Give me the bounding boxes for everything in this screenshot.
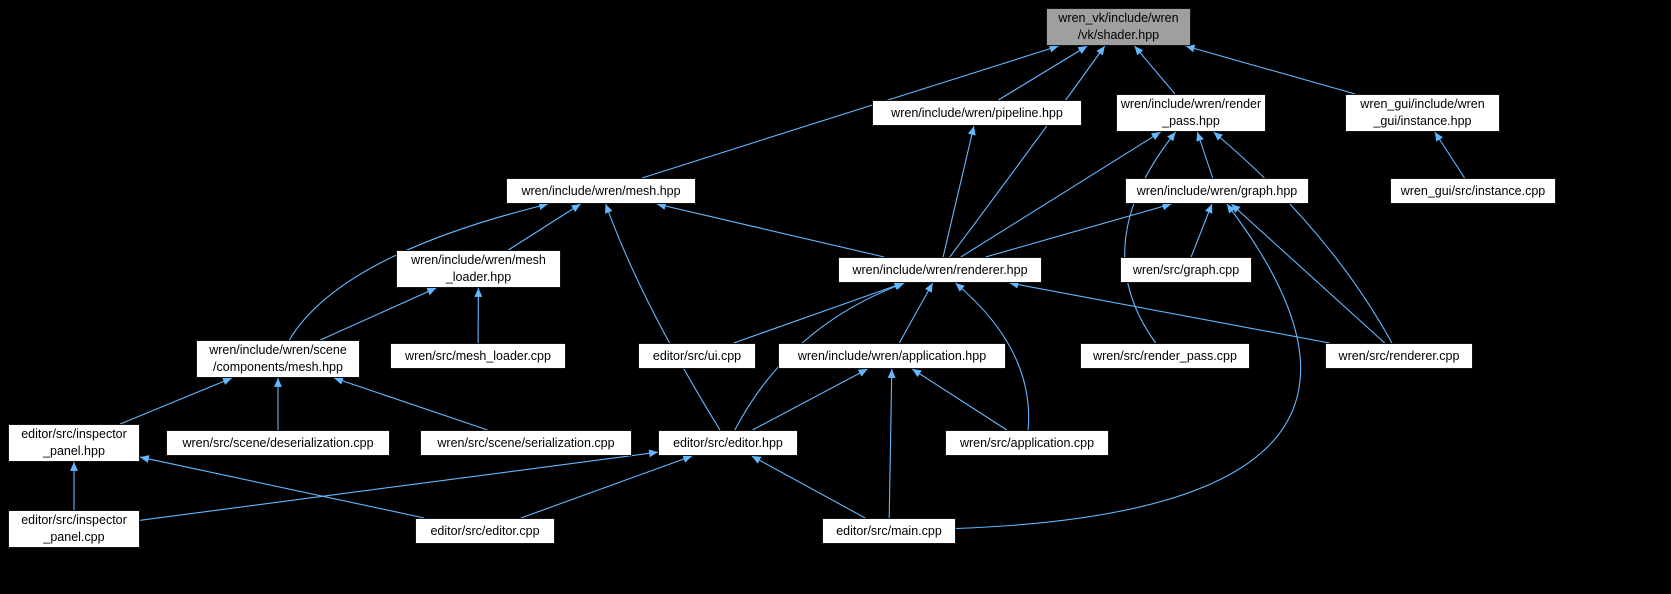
node-application_cpp[interactable]: wren/src/application.cpp — [945, 430, 1109, 456]
node-label: wren/include/wren/mesh.hpp — [521, 183, 681, 198]
edge-renderer_hpp--graph_hpp — [985, 202, 1172, 258]
edge-serialization_cpp--scene_mesh_hpp — [333, 377, 488, 431]
node-application_hpp[interactable]: wren/include/wren/application.hpp — [778, 343, 1006, 369]
edge-inspector_panel_hpp--scene_mesh_hpp — [119, 377, 233, 425]
node-render_pass[interactable]: wren/include/wren/render _pass.hpp — [1116, 94, 1266, 132]
node-label: wren/src/mesh_loader.cpp — [405, 348, 551, 363]
edge-editor_hpp--application_hpp — [752, 368, 868, 431]
edge-editor_cpp--editor_hpp — [520, 455, 693, 519]
node-editor_cpp[interactable]: editor/src/editor.cpp — [415, 518, 555, 544]
node-label: wren_gui/src/instance.cpp — [1400, 183, 1546, 198]
node-pipeline[interactable]: wren/include/wren/pipeline.hpp — [872, 100, 1082, 126]
edge-editor_hpp--mesh — [604, 203, 721, 431]
node-graph_cpp[interactable]: wren/src/graph.cpp — [1120, 257, 1252, 283]
node-label: wren/include/wren/mesh _loader.hpp — [411, 253, 546, 284]
node-label: wren_vk/include/wren /vk/shader.hpp — [1058, 11, 1179, 42]
edge-renderer_hpp--shader — [949, 45, 1106, 258]
edge-renderer_hpp--mesh — [656, 202, 885, 258]
edge-mesh_loader_hpp--mesh — [508, 203, 581, 251]
edge-renderer_hpp--render_pass — [960, 131, 1161, 258]
node-editor_hpp[interactable]: editor/src/editor.hpp — [658, 430, 798, 456]
edge-scene_mesh_hpp--mesh_loader_hpp — [320, 287, 437, 341]
node-shader[interactable]: wren_vk/include/wren /vk/shader.hpp — [1046, 8, 1191, 46]
node-deserialization_cpp[interactable]: wren/src/scene/deserialization.cpp — [166, 430, 390, 456]
edge-render_pass--shader — [1134, 45, 1176, 95]
node-mesh[interactable]: wren/include/wren/mesh.hpp — [506, 178, 696, 204]
edge-application_hpp--renderer_hpp — [898, 282, 934, 344]
edge-application_cpp--application_hpp — [911, 368, 1008, 431]
edge-render_pass_cpp--render_pass — [1124, 131, 1177, 344]
edges-group — [70, 44, 1466, 530]
edge-gui_instance_cpp--gui_instance_hpp — [1434, 131, 1466, 179]
node-label: editor/src/inspector _panel.cpp — [21, 513, 127, 544]
node-gui_instance_cpp[interactable]: wren_gui/src/instance.cpp — [1390, 178, 1556, 204]
node-label: editor/src/ui.cpp — [652, 348, 742, 363]
node-graph_hpp[interactable]: wren/include/wren/graph.hpp — [1125, 178, 1309, 204]
node-mesh_loader_cpp[interactable]: wren/src/mesh_loader.cpp — [390, 343, 566, 369]
node-gui_instance_hpp[interactable]: wren_gui/include/wren _gui/instance.hpp — [1345, 94, 1500, 132]
edge-graph_cpp--graph_hpp — [1190, 203, 1213, 258]
node-label: wren/include/wren/graph.hpp — [1136, 183, 1298, 198]
edge-main_cpp--application_hpp — [887, 368, 896, 519]
node-label: wren/include/wren/render _pass.hpp — [1120, 97, 1262, 128]
node-label: wren/src/render_pass.cpp — [1093, 348, 1237, 363]
node-renderer_hpp[interactable]: wren/include/wren/renderer.hpp — [838, 257, 1042, 283]
node-label: editor/src/main.cpp — [836, 523, 942, 538]
node-label: wren/src/graph.cpp — [1132, 262, 1240, 277]
edge-renderer_hpp--pipeline — [942, 125, 976, 258]
edge-main_cpp--editor_hpp — [751, 455, 866, 519]
node-inspector_panel_hpp[interactable]: editor/src/inspector _panel.hpp — [8, 424, 140, 462]
node-label: editor/src/inspector _panel.hpp — [21, 427, 127, 458]
node-label: editor/src/editor.cpp — [430, 523, 540, 538]
node-main_cpp[interactable]: editor/src/main.cpp — [822, 518, 956, 544]
edge-application_cpp--renderer_hpp — [955, 282, 1030, 431]
node-label: wren/src/application.cpp — [959, 435, 1095, 450]
edge-gui_instance_hpp--shader — [1185, 44, 1356, 95]
edge-inspector_panel_cpp--editor_hpp — [139, 449, 659, 521]
node-renderer_cpp[interactable]: wren/src/renderer.cpp — [1325, 343, 1473, 369]
edge-mesh--shader — [641, 44, 1059, 179]
node-serialization_cpp[interactable]: wren/src/scene/serialization.cpp — [420, 430, 632, 456]
edge-renderer_cpp--renderer_hpp — [1009, 280, 1330, 344]
node-inspector_panel_cpp[interactable]: editor/src/inspector _panel.cpp — [8, 510, 140, 548]
node-ui_cpp[interactable]: editor/src/ui.cpp — [638, 343, 756, 369]
node-label: wren_gui/include/wren _gui/instance.hpp — [1360, 97, 1485, 128]
edge-ui_cpp--renderer_hpp — [733, 282, 904, 344]
edge-editor_hpp--renderer_hpp — [734, 282, 905, 431]
node-label: wren/include/wren/pipeline.hpp — [891, 105, 1063, 120]
edge-renderer_cpp--graph_hpp — [1230, 203, 1386, 344]
node-label: wren/include/wren/renderer.hpp — [852, 262, 1028, 277]
edge-pipeline--shader — [998, 45, 1088, 101]
edge-main_cpp--graph_hpp — [955, 203, 1302, 530]
node-label: wren/src/scene/deserialization.cpp — [182, 435, 374, 450]
edge-renderer_cpp--render_pass — [1213, 131, 1393, 344]
node-label: wren/src/renderer.cpp — [1338, 348, 1460, 363]
node-label: wren/include/wren/scene /components/mesh… — [209, 343, 347, 374]
node-scene_mesh_hpp[interactable]: wren/include/wren/scene /components/mesh… — [196, 340, 360, 378]
node-label: editor/src/editor.hpp — [673, 435, 783, 450]
edge-editor_cpp--inspector_panel_hpp — [139, 455, 425, 519]
node-render_pass_cpp[interactable]: wren/src/render_pass.cpp — [1080, 343, 1250, 369]
edge-scene_mesh_hpp--mesh — [288, 202, 549, 341]
node-mesh_loader_hpp[interactable]: wren/include/wren/mesh _loader.hpp — [396, 250, 561, 288]
node-label: wren/include/wren/application.hpp — [797, 348, 987, 363]
edge-graph_hpp--render_pass — [1196, 131, 1214, 179]
node-label: wren/src/scene/serialization.cpp — [437, 435, 615, 450]
